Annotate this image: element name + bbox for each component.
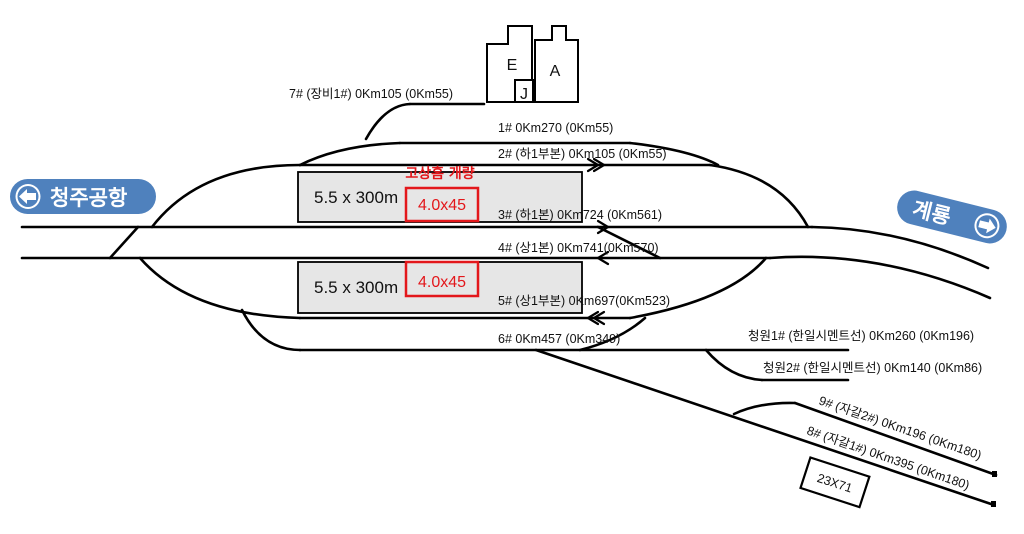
- station-buildings: E A J: [486, 25, 579, 103]
- track-1-label: 1# 0Km270 (0Km55): [498, 121, 613, 135]
- track-2-loop-left: [150, 163, 302, 229]
- track-4-label: 4# (상1본) 0Km741(0Km570): [498, 241, 659, 255]
- track-5-loop-right: [628, 256, 768, 320]
- track-cheongwon-2-curve: [704, 348, 764, 382]
- arrow-left-icon: [19, 189, 36, 204]
- main-line-lower-to-gyeryong: [768, 255, 992, 300]
- track-5-label: 5# (상1부본) 0Km697(0Km523): [498, 294, 670, 308]
- arrow-right-icon: [978, 218, 996, 234]
- track-2-loop-right: [708, 163, 810, 229]
- track-6-curve: [240, 308, 302, 352]
- track-1-right: [628, 141, 720, 167]
- platform-upper-highlight: 4.0x45: [418, 197, 466, 214]
- track-8: [534, 348, 996, 507]
- track-2-label: 2# (하1부본) 0Km105 (0Km55): [498, 147, 667, 161]
- track-8-buffer-stop: [991, 501, 996, 507]
- platform-lower-highlight-box: [404, 260, 480, 298]
- platform-upper-size: 5.5 x 300m: [314, 188, 398, 207]
- platform-lower: 5.5 x 300m 4.0x45: [297, 260, 583, 314]
- destination-left-label: 청주공항: [50, 186, 127, 210]
- track-3-label: 3# (하1본) 0Km724 (0Km561): [498, 208, 662, 222]
- track-1-left: [298, 141, 402, 167]
- building-j-label: J: [520, 86, 528, 103]
- track-9-label: 9# (자갈2#) 0Km196 (0Km180): [817, 394, 983, 463]
- platform-lower-highlight: 4.0x45: [418, 274, 466, 291]
- crossover-left: [108, 225, 140, 260]
- track-5-loop-left: [138, 256, 302, 320]
- building-j: [514, 79, 534, 103]
- main-line-upper-to-gyeryong: [810, 225, 990, 270]
- platform-upper-highlight-box: [404, 186, 480, 223]
- platform-lower-size: 5.5 x 300m: [314, 278, 398, 297]
- track-cheongwon-1-label: 청원1# (한일시멘트선) 0Km260 (0Km196): [748, 329, 974, 343]
- yard-box: 23X71: [799, 456, 871, 509]
- track-9-curve: [732, 401, 797, 416]
- track-6-label: 6# 0Km457 (0Km349): [498, 332, 620, 346]
- crossover-right: [596, 225, 662, 260]
- track-6-loop-right: [578, 316, 647, 352]
- direction-arrow-track-5: [586, 310, 606, 326]
- platform-upper: 5.5 x 300m 4.0x45: [297, 171, 583, 223]
- building-a: [534, 25, 579, 103]
- track-9: [793, 401, 998, 477]
- track-7-label: 7# (장비1#) 0Km105 (0Km55): [289, 87, 453, 101]
- track-9-buffer-stop: [992, 471, 997, 477]
- direction-arrow-track-2: [586, 157, 606, 173]
- track-7-curve: [364, 102, 412, 141]
- destination-badge-cheongju-airport[interactable]: 청주공항: [10, 179, 156, 214]
- direction-arrow-track-4: [596, 250, 610, 266]
- building-a-label: A: [550, 63, 561, 80]
- destination-badge-gyeryong[interactable]: 계룡: [894, 187, 1011, 247]
- highlight-title: 고상홈 개량: [405, 165, 474, 182]
- track-cheongwon-2-label: 청원2# (한일시멘트선) 0Km140 (0Km86): [763, 361, 982, 375]
- direction-arrow-track-3: [596, 219, 610, 235]
- building-e-label: E: [507, 57, 518, 74]
